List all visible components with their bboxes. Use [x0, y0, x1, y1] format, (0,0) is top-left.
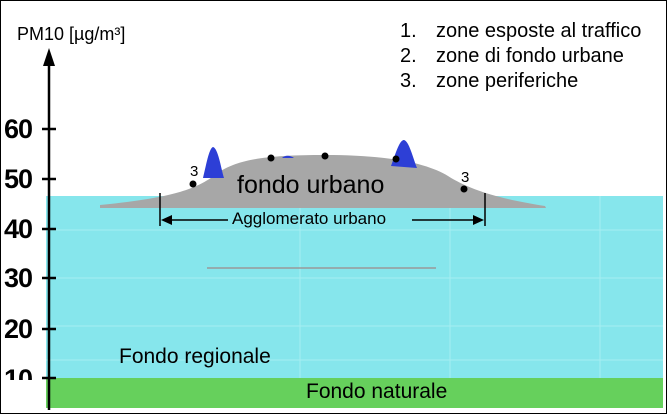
background-grid: [46, 196, 663, 380]
legend-text: zone periferiche: [436, 70, 579, 92]
natural-background-band: [46, 378, 663, 408]
y-axis-label: PM10 [µg/m³]: [17, 24, 126, 44]
y-tick-label: 10: [4, 364, 33, 380]
y-tick-label: 50: [4, 164, 33, 194]
legend-item: 3. zone periferiche: [400, 70, 578, 93]
regional-background-band: [46, 196, 663, 380]
station-dot: [321, 152, 329, 160]
y-tick-label: 40: [4, 214, 33, 244]
station-dot: [392, 155, 400, 163]
legend-item: 2. zone di fondo urbane: [400, 45, 624, 68]
traffic-peak-right: [391, 140, 417, 168]
traffic-peak-center: [282, 155, 294, 158]
fondo-regionale-label: Fondo regionale: [119, 345, 271, 368]
station-dot: [460, 185, 468, 193]
legend-text: zone esposte al traffico: [436, 20, 642, 42]
urban-dome: [100, 155, 546, 208]
station-dot: [189, 180, 197, 188]
agglomerato-label: Agglomerato urbano: [232, 209, 387, 228]
y-tick-label: 60: [4, 114, 33, 144]
agglomerato-extent-arrow: [159, 193, 486, 226]
legend-item: 1. zone esposte al traffico: [400, 20, 641, 43]
traffic-peak-left: [203, 147, 224, 178]
y-tick-label: 30: [4, 263, 33, 293]
fondo-naturale-label: Fondo naturale: [306, 380, 448, 403]
marker-label-right: 3: [461, 169, 470, 186]
legend-number: 2.: [400, 45, 417, 67]
legend-number: 3.: [400, 70, 417, 92]
station-dot: [267, 154, 275, 162]
y-axis: [42, 48, 56, 410]
fondo-urbano-label: fondo urbano: [237, 171, 385, 199]
marker-label-left: 3: [190, 163, 199, 180]
legend-number: 1.: [400, 20, 417, 42]
y-tick-label: 20: [4, 314, 33, 344]
legend-text: zone di fondo urbane: [436, 45, 624, 67]
axis-left-mask: [0, 380, 46, 410]
